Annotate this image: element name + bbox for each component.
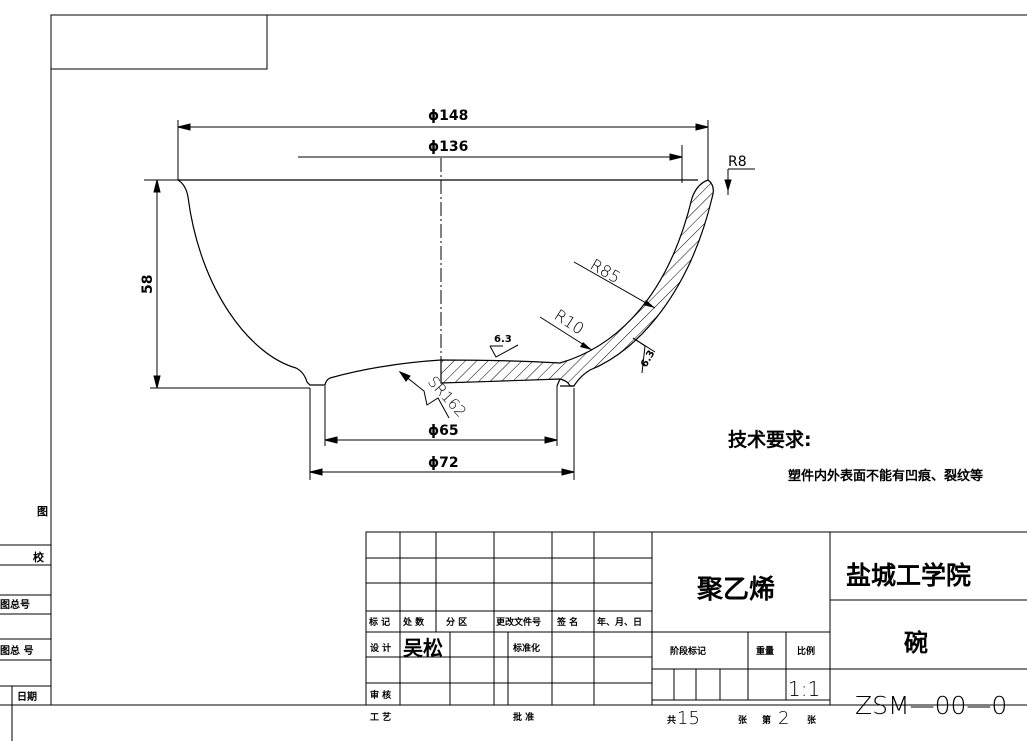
bowl-right-foot [556, 378, 574, 387]
left-binding-strip [0, 544, 51, 741]
tb-sheet-label-a: 张 [738, 714, 748, 726]
strip-tu-zong-hao: 图总号 [0, 598, 30, 611]
roughness-inner-symbol [489, 344, 519, 358]
tb-design-label: 设 计 [370, 642, 391, 654]
dim-148-label: ϕ148 [428, 108, 468, 124]
tb-header-nianyueri: 年、月、日 [597, 616, 642, 628]
dim-58-lines [144, 179, 178, 389]
dim-72-label: ϕ72 [428, 455, 459, 471]
strip-jiao: 校 [33, 550, 45, 564]
dim-r85-leader [573, 261, 656, 309]
tb-header-biaoji: 标 记 [368, 616, 390, 628]
dim-r10-arrow [580, 342, 592, 350]
dim-r10-label: R10 [551, 305, 588, 338]
tb-header-chushu: 处 数 [402, 616, 425, 628]
tb-drawing-no: ZSM—00—0 [855, 691, 1007, 720]
dim-r85-label: R85 [587, 255, 624, 287]
tb-sheet-no: 2 [778, 708, 789, 729]
title-block-grid [365, 531, 1027, 706]
bowl-left-contour [177, 179, 442, 386]
tb-standard-label: 标准化 [512, 642, 540, 654]
tb-weight-label: 重量 [756, 645, 774, 657]
dim-136-label: ϕ136 [428, 139, 468, 155]
dim-58-label: 58 [140, 275, 156, 294]
strip-tu: 图 [37, 505, 48, 518]
strip-di-tu-zong-hao: 图总 号 [0, 644, 33, 657]
dim-65-lines [324, 386, 558, 446]
tb-total-sheets: 15 [677, 708, 700, 729]
tb-designer: 吴松 [403, 636, 443, 660]
tb-part-name: 碗 [904, 629, 928, 657]
roughness-inner-label: 6.3 [494, 334, 512, 345]
tb-school: 盐城工学院 [846, 561, 971, 590]
dim-r85-arrow [643, 300, 655, 308]
dim-sr162-leader [398, 370, 450, 419]
dim-r8-label: R8 [728, 154, 747, 170]
dim-148-lines [177, 120, 709, 180]
dim-72-lines [309, 388, 575, 480]
tb-header-fenqu: 分 区 [446, 616, 467, 628]
tb-material: 聚乙烯 [696, 575, 775, 605]
dim-r8-lines [724, 168, 755, 195]
tb-approve-label: 批 准 [513, 711, 534, 723]
tb-process-label: 工 艺 [370, 711, 391, 723]
tb-header-qianming: 签 名 [556, 616, 578, 628]
bowl-wall-section [440, 179, 714, 387]
tb-sheet-label-b: 第 [762, 714, 771, 726]
tb-scale-label: 比例 [797, 645, 815, 657]
drawing-frame [50, 14, 1027, 706]
strip-ri-qi: 日期 [17, 690, 37, 703]
tb-sheet-label-c: 张 [807, 714, 817, 726]
tb-header-gengai: 更改文件号 [496, 616, 541, 628]
tb-total-prefix: 共 [667, 714, 676, 726]
tb-stage-label: 阶段标记 [670, 645, 706, 657]
tech-title: 技术要求: [728, 428, 812, 451]
tech-note: 塑件内外表面不能有凹痕、裂纹等 [788, 468, 983, 484]
roughness-outer-symbol [632, 337, 656, 374]
dim-136-lines [298, 145, 683, 183]
dim-65-label: ϕ65 [428, 423, 459, 439]
tb-scale-value: 1:1 [788, 677, 820, 701]
tb-review-label: 审 核 [370, 689, 391, 701]
